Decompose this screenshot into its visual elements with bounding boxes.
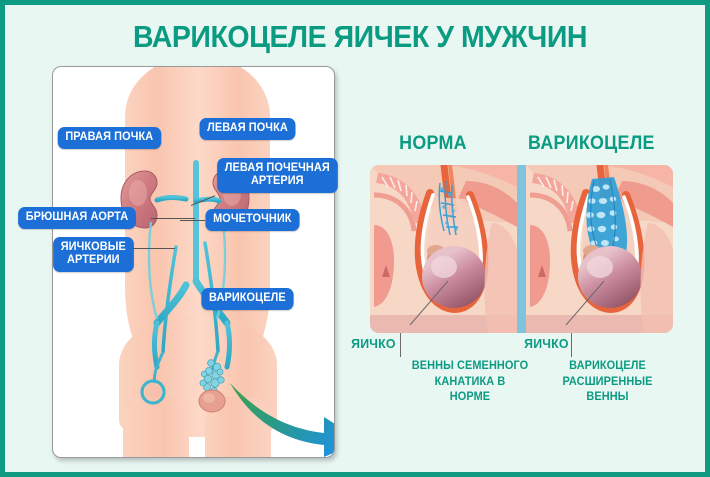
normal-plexus <box>140 351 166 405</box>
left-leg-silhouette <box>123 397 189 457</box>
label-abdominal-aorta: БРЮШНАЯ АОРТА <box>18 207 136 229</box>
pointer-varicocele-caption <box>571 333 572 357</box>
leader-line-ureter <box>180 220 205 221</box>
header-normal: НОРМА <box>399 133 467 154</box>
label-testicular-arteries: ЯИЧКОВЫЕ АРТЕРИИ <box>53 237 134 272</box>
header-varicocele: ВАРИКОЦЕЛЕ <box>528 133 655 154</box>
label-right-kidney: ПРАВАЯ ПОЧКА <box>57 127 161 149</box>
leader-line-testicular-arteries <box>133 248 175 249</box>
label-varicocele: ВАРИКОЦЕЛЕ <box>201 288 294 310</box>
panel-normal-testicle <box>370 165 517 333</box>
caption-testicle-normal: ЯИЧКО <box>351 336 396 351</box>
page-title: ВАРИКОЦЕЛЕ ЯИЧЕК У МУЖЧИН <box>132 19 588 54</box>
normal-testicle-illustration <box>370 165 517 333</box>
comparison-panels <box>370 165 673 333</box>
label-left-renal-artery: ЛЕВАЯ ПОЧЕЧНАЯ АРТЕРИЯ <box>217 158 338 193</box>
varicocele-testicle-illustration <box>526 165 673 333</box>
label-ureter: МОЧЕТОЧНИК <box>205 209 300 231</box>
caption-normal-veins: ВЕННЫ СЕМЕННОГО КАНАТИКА В НОРМЕ <box>411 360 529 404</box>
direction-arrow-icon <box>230 383 334 457</box>
varicocele-plexus <box>198 350 226 413</box>
pointer-normal-caption <box>400 333 401 357</box>
label-left-kidney: ЛЕВАЯ ПОЧКА <box>199 118 296 140</box>
caption-varicocele-veins: ВАРИКОЦЕЛЕ РАСШИРЕННЫЕ ВЕННЫ <box>562 360 653 404</box>
caption-testicle-varicocele: ЯИЧКО <box>524 336 569 351</box>
panel-varicocele-testicle <box>526 165 673 333</box>
leader-line-aorta <box>151 218 195 219</box>
